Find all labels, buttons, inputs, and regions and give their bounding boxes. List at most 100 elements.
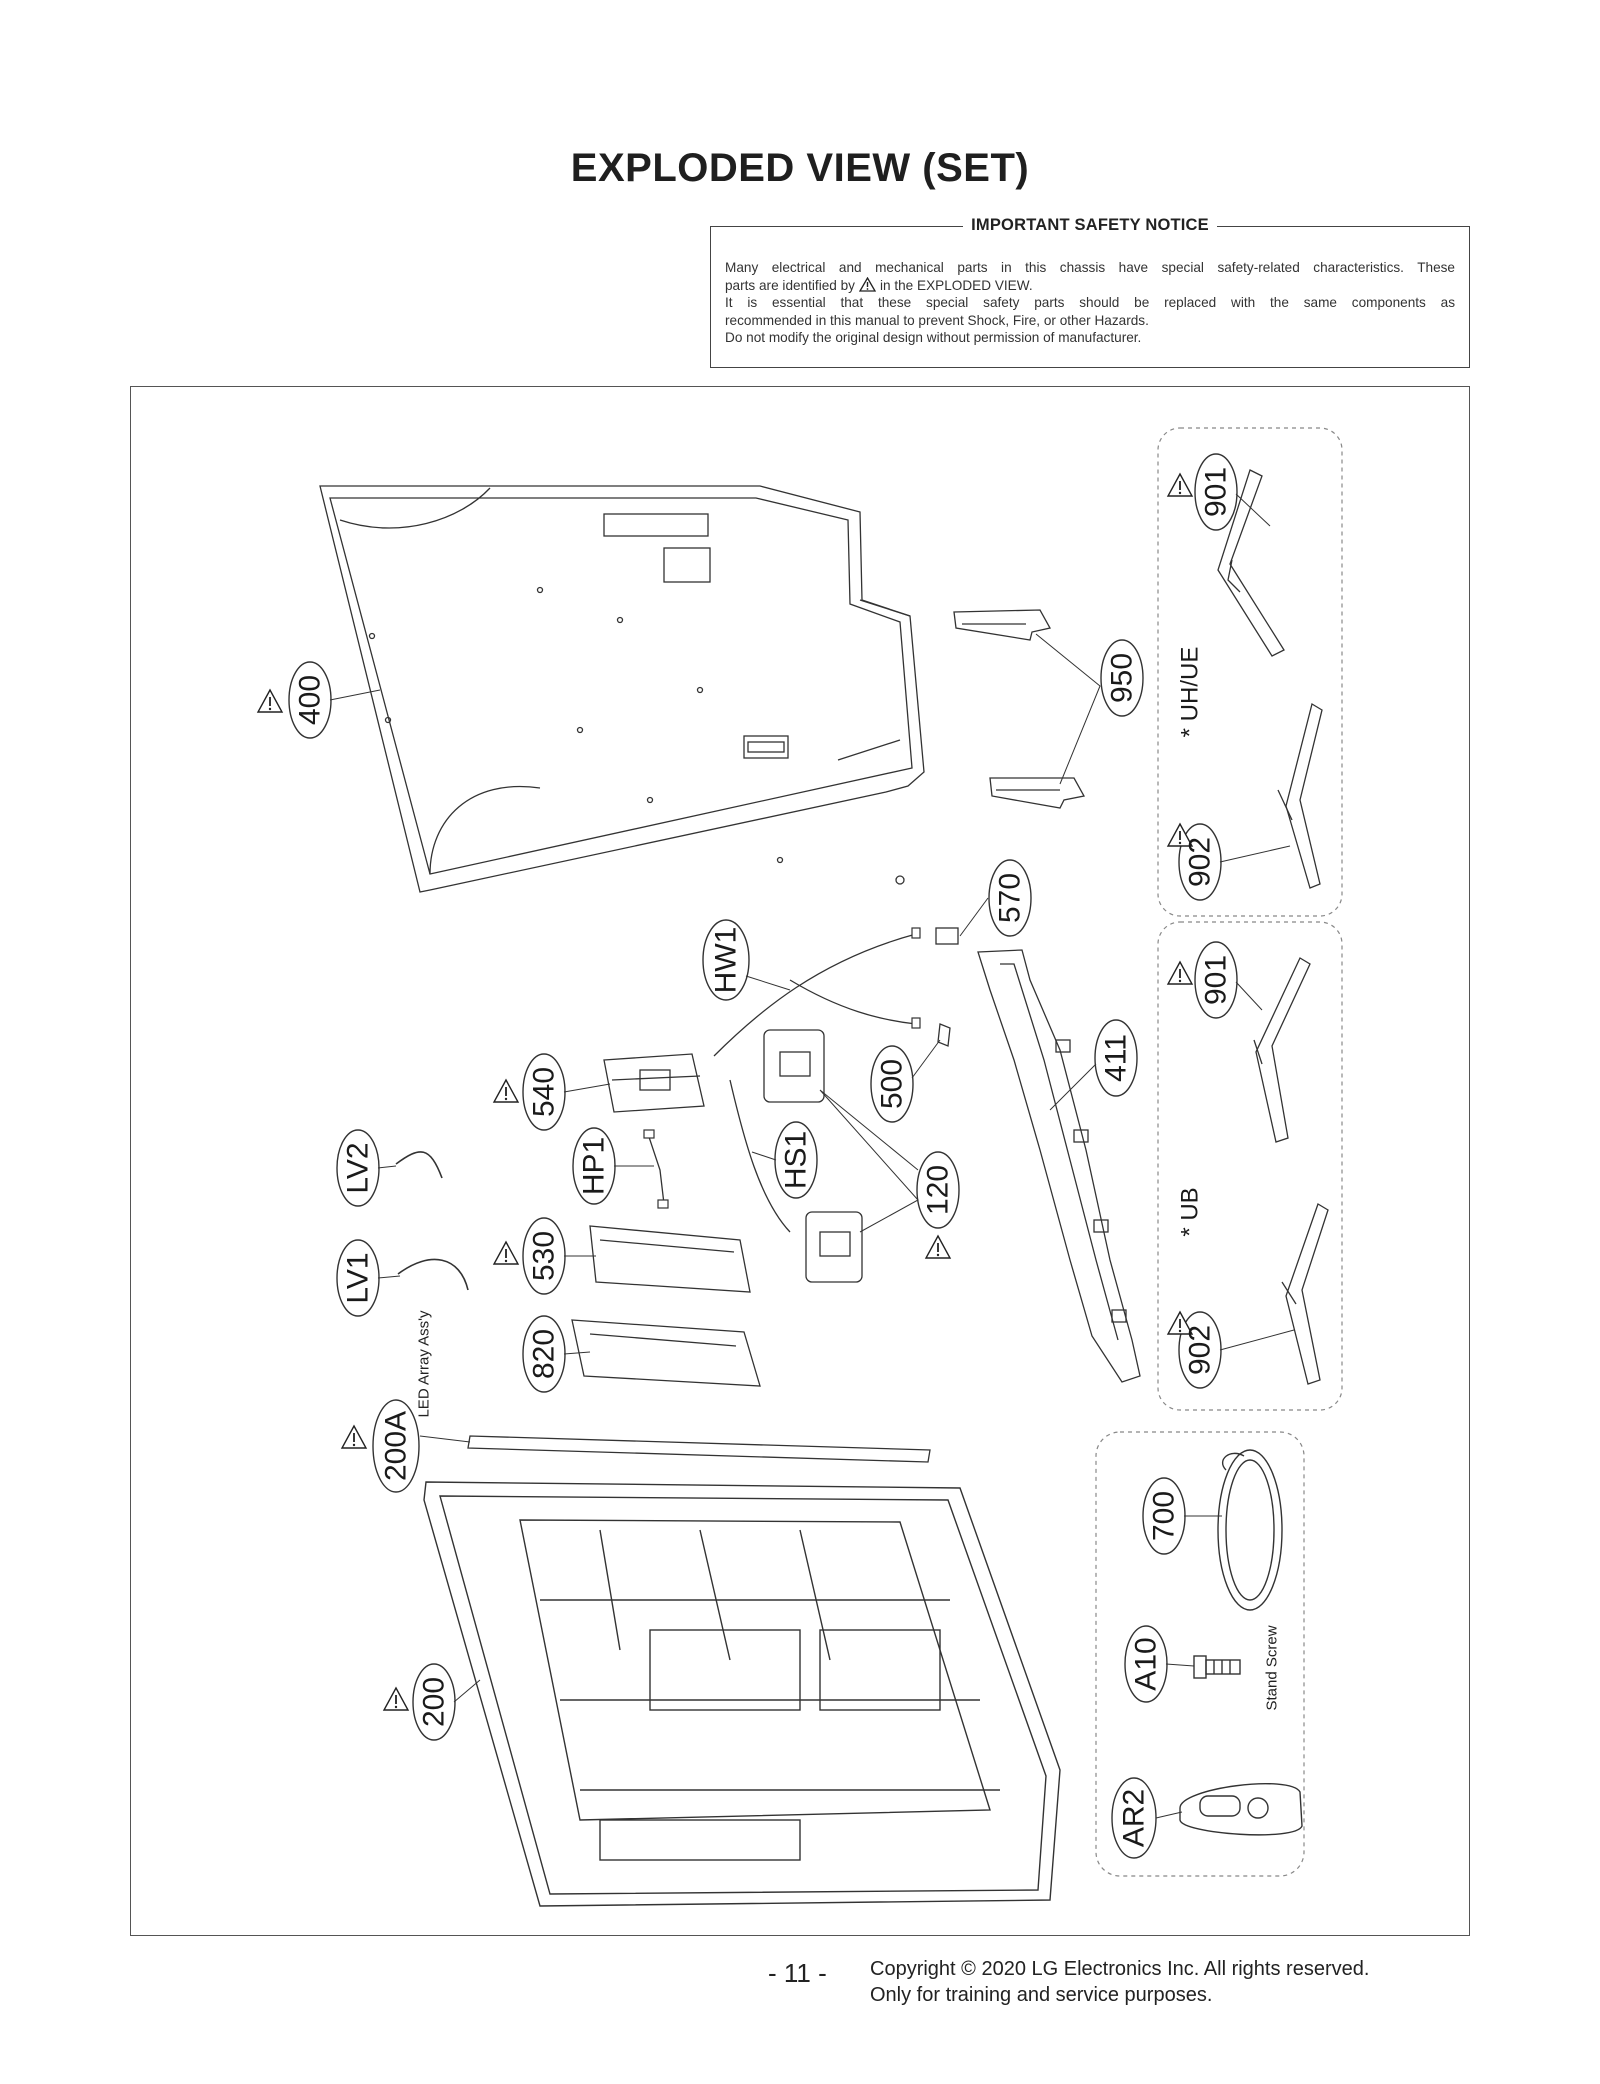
safety-notice-body: Many electrical and mechanical parts in … (725, 259, 1455, 347)
stand-screw-label: Stand Screw (1264, 1625, 1281, 1710)
power-board-drawing (571, 1225, 761, 1387)
callout-902a: 902 (1184, 837, 1217, 887)
stand-screw-drawing (1193, 1655, 1241, 1679)
callout-oval-901b (1194, 941, 1238, 1019)
group-label-ub: * UB (1177, 1187, 1204, 1236)
callout-902b: 902 (1184, 1325, 1217, 1375)
display-module-drawing (423, 1481, 1061, 1907)
callout-oval-950 (1100, 639, 1144, 717)
warning-triangle-icon (858, 276, 876, 292)
copyright: Copyright © 2020 LG Electronics Inc. All… (870, 1956, 1369, 2008)
connector-hp1-b (657, 1199, 669, 1209)
group-label-uhue: * UH/UE (1177, 647, 1204, 738)
callout-540: 540 (528, 1067, 561, 1117)
leader-lv1 (377, 1275, 401, 1279)
notice-line-1: Many electrical and mechanical parts in … (725, 260, 1455, 275)
stand-group-uhue-box (1157, 427, 1343, 917)
warning-triangle-icon (257, 689, 283, 713)
stand-leg-drawing-uhue (1217, 469, 1323, 889)
callout-hp1: HP1 (578, 1137, 611, 1195)
leader-540 (563, 1083, 611, 1093)
leader-hw1 (745, 975, 791, 991)
warning-triangle-icon (493, 1241, 519, 1265)
connector-hw1-b (911, 1017, 921, 1029)
main-board-drawing (603, 1053, 705, 1113)
back-cover-drawing (319, 485, 925, 893)
leader-200 (453, 1679, 481, 1703)
callout-530: 530 (528, 1231, 561, 1281)
safety-notice-heading: IMPORTANT SAFETY NOTICE (963, 216, 1217, 234)
leader-901a (1235, 493, 1271, 527)
callout-411: 411 (1100, 1034, 1133, 1082)
warning-triangle-icon (341, 1425, 367, 1449)
callout-500: 500 (876, 1059, 909, 1109)
callout-200a: 200A (380, 1411, 413, 1481)
callout-lv2: LV2 (342, 1142, 375, 1193)
warning-triangle-icon (925, 1235, 951, 1259)
callout-oval-200a (372, 1399, 420, 1493)
callout-901a: 901 (1200, 467, 1233, 517)
safety-notice: IMPORTANT SAFETY NOTICE Many electrical … (710, 216, 1470, 368)
callout-hw1: HW1 (710, 927, 743, 994)
callout-oval-570 (988, 859, 1032, 937)
accessory-group-box (1095, 1431, 1305, 1877)
remote-control-drawing (1179, 1783, 1303, 1836)
leader-500 (911, 1039, 941, 1079)
callout-700: 700 (1148, 1491, 1181, 1541)
lvds-cable-drawing (395, 1151, 469, 1291)
callout-oval-200 (412, 1663, 456, 1741)
notice-line-3: It is essential that these special safet… (725, 295, 1455, 310)
callout-820: 820 (528, 1329, 561, 1379)
leader-901b (1235, 981, 1263, 1011)
page-title: EXPLODED VIEW (SET) (570, 146, 1030, 190)
leader-ar2 (1155, 1811, 1183, 1819)
power-cord-drawing (1217, 1449, 1283, 1611)
stand-bracket-drawing (953, 609, 1086, 809)
callout-400: 400 (294, 675, 327, 725)
connector-hw1 (911, 927, 921, 939)
copyright-line-1: Copyright © 2020 LG Electronics Inc. All… (870, 1958, 1370, 1980)
callout-570: 570 (994, 873, 1027, 923)
leader-570 (959, 897, 989, 937)
warning-triangle-icon (383, 1687, 409, 1711)
notice-line-5: Do not modify the original design withou… (725, 330, 1142, 345)
front-bezel-drawing (977, 949, 1141, 1383)
callout-901b: 901 (1200, 955, 1233, 1005)
copyright-line-2: Only for training and service purposes. (870, 1984, 1213, 2006)
stand-group-ub-box (1157, 921, 1343, 1411)
callout-lv1: LV1 (342, 1252, 375, 1303)
callout-200: 200 (418, 1677, 451, 1727)
speaker-drawing (647, 1029, 863, 1283)
warning-triangle-icon (493, 1079, 519, 1103)
led-array-label: LED Array Ass'y (416, 1310, 433, 1418)
callout-ar2: AR2 (1118, 1789, 1151, 1847)
leader-411 (1049, 1063, 1097, 1111)
connector-hp1 (643, 1129, 655, 1139)
callout-120: 120 (922, 1165, 955, 1215)
callout-oval-120 (916, 1151, 960, 1229)
leader-a10 (1165, 1663, 1195, 1667)
callout-oval-hw1 (702, 919, 750, 1001)
callout-a10: A10 (1130, 1637, 1163, 1690)
notice-line-4: recommended in this manual to prevent Sh… (725, 312, 1149, 328)
leader-950 (1035, 633, 1101, 785)
leader-lv2 (377, 1165, 397, 1169)
leader-902b (1219, 1329, 1295, 1351)
callout-950: 950 (1106, 653, 1139, 703)
leader-hs1 (751, 1151, 777, 1161)
led-array-drawing (467, 1435, 931, 1463)
callout-oval-901a (1194, 453, 1238, 531)
leader-902a (1219, 845, 1291, 863)
ir-board-drawing (935, 927, 959, 1047)
page-number: - 11 - (768, 1958, 827, 1988)
stand-leg-drawing-ub (1253, 957, 1329, 1385)
harness-hw1-drawing (713, 933, 917, 1057)
callout-oval-500 (870, 1045, 914, 1123)
leader-400 (329, 689, 381, 701)
callout-oval-411 (1094, 1019, 1138, 1097)
leader-120 (819, 1089, 919, 1233)
leader-200a (419, 1435, 471, 1443)
warning-triangle-icon (1167, 961, 1193, 985)
